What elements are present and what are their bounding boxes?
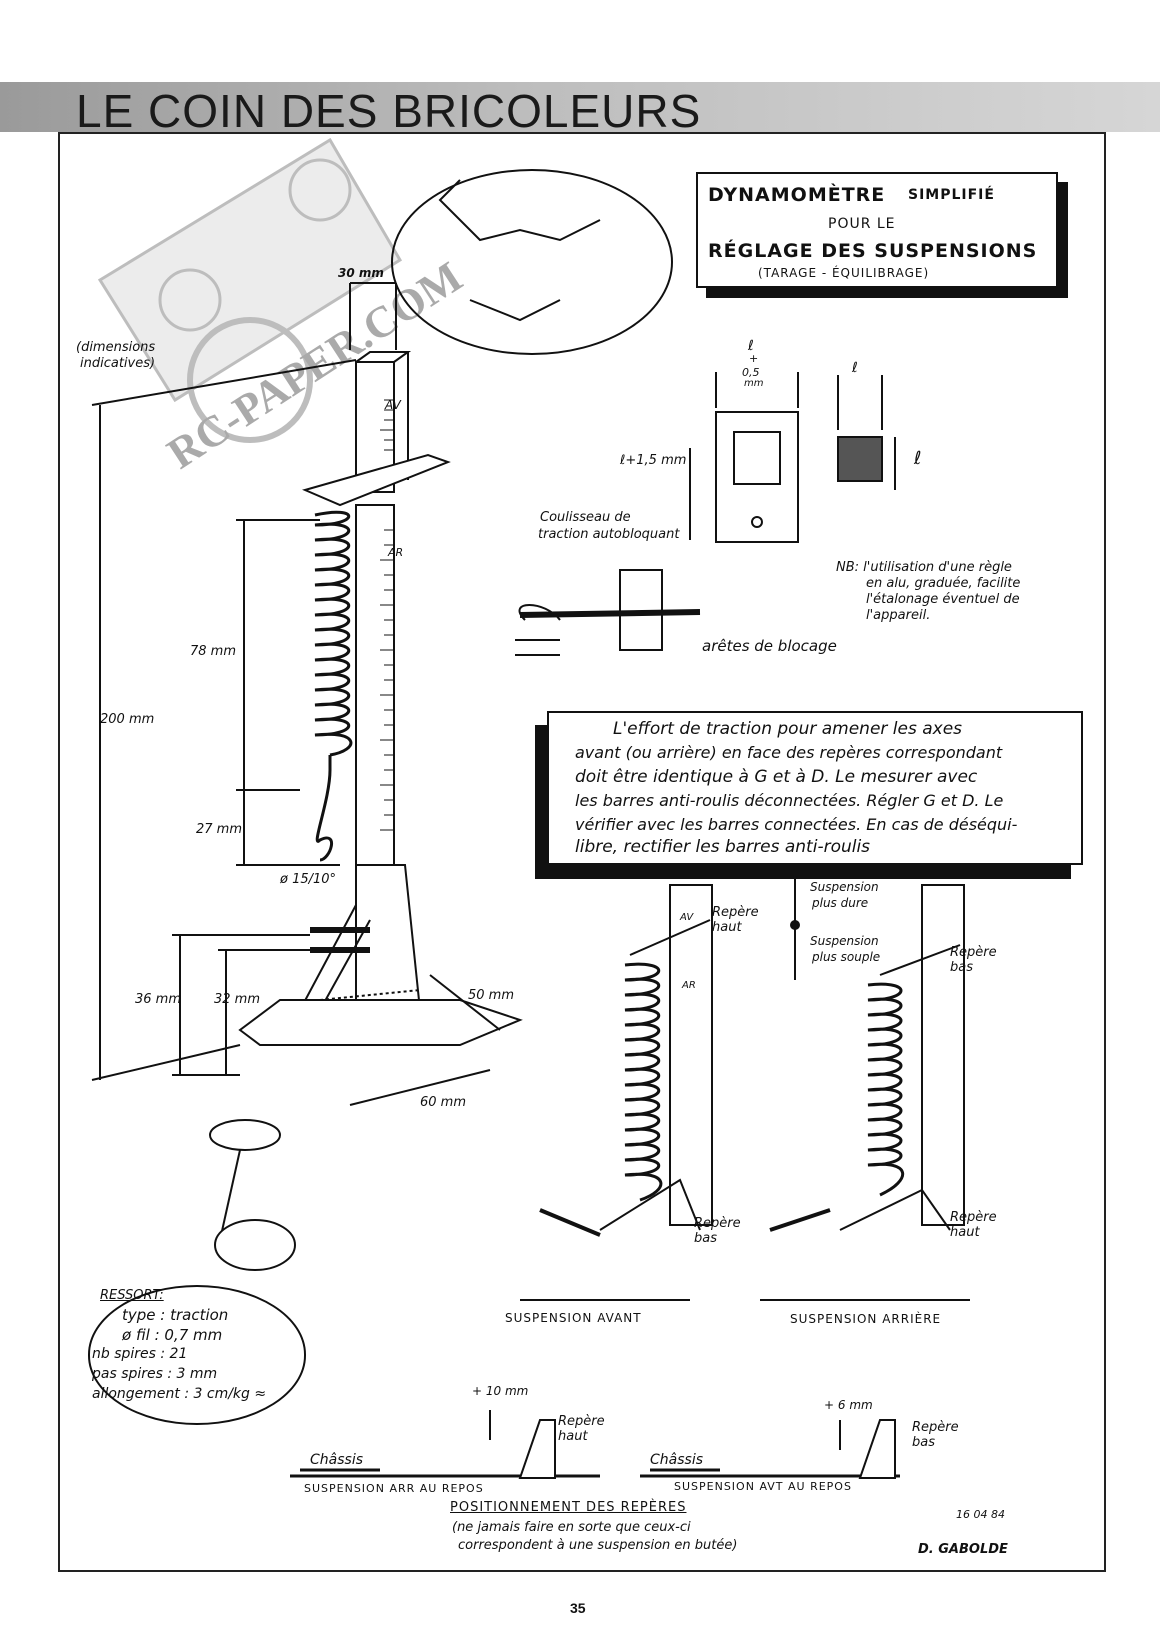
ressort-pas: pas spires : 3 mm	[92, 1366, 218, 1382]
page-number: 35	[570, 1600, 586, 1616]
pos-chassis-2: Châssis	[650, 1452, 703, 1468]
pos-plus10: + 10 mm	[472, 1384, 529, 1398]
slider-label-1: Coulisseau de	[540, 510, 631, 525]
pos-title: POSITIONNEMENT DES REPÈRES	[450, 1500, 687, 1515]
slider-l15: ℓ+1,5 mm	[620, 453, 687, 468]
dim-78mm: 78 mm	[190, 644, 237, 659]
nb-line-2: en alu, graduée, facilite	[866, 576, 1021, 591]
note-line-1: L'effort de traction pour amener les axe…	[613, 719, 963, 739]
label-suspension-arriere: SUSPENSION ARRIÈRE	[790, 1312, 942, 1326]
dim-27mm: 27 mm	[196, 822, 243, 837]
avant-av: AV	[680, 912, 694, 923]
dim-30mm: 30 mm	[338, 266, 384, 280]
dims-note-2: indicatives)	[80, 356, 156, 371]
dim-50mm: 50 mm	[468, 988, 515, 1003]
watermark-stamp	[97, 137, 403, 443]
label-suspension-avant: SUSPENSION AVANT	[505, 1311, 642, 1325]
slider-label-2: traction autobloquant	[538, 527, 680, 542]
title-simplifie: SIMPLIFIÉ	[908, 187, 995, 203]
pos-arr-repos: SUSPENSION ARR AU REPOS	[304, 1482, 484, 1495]
spring	[314, 510, 353, 862]
arriere-repere-haut: Repère haut	[950, 1210, 997, 1240]
page-frame	[58, 132, 1106, 1572]
ressort-fil: ø fil : 0,7 mm	[122, 1326, 223, 1344]
pos-chassis-1: Châssis	[310, 1452, 363, 1468]
header-band	[0, 82, 1160, 132]
page-header-title: LE COIN DES BRICOLEURS	[76, 85, 702, 137]
souple-2: plus souple	[812, 950, 881, 964]
avant-repere-bas: Repère bas	[694, 1216, 741, 1246]
title-box: DYNAMOMÈTRE SIMPLIFIÉ POUR LE RÉGLAGE DE…	[696, 172, 1058, 288]
pos-plus6: + 6 mm	[824, 1398, 873, 1412]
pos-avt-repos: SUSPENSION AVT AU REPOS	[674, 1480, 852, 1493]
slider-l-right: ℓ	[914, 448, 922, 469]
dim-diameter: ø 15/10°	[280, 872, 337, 887]
dure-2: plus dure	[812, 896, 869, 910]
note-line-4: les barres anti-roulis déconnectées. Rég…	[575, 791, 1004, 810]
aretes-label: arêtes de blocage	[702, 637, 837, 655]
ruler-ar: AR	[388, 546, 404, 559]
note-line-5: vérifier avec les barres connectées. En …	[575, 815, 1018, 834]
slider-plus: +	[749, 352, 759, 365]
title-dynamometre: DYNAMOMÈTRE	[708, 184, 886, 206]
pos-repere-haut: Repère haut	[558, 1414, 605, 1444]
title-tarage: (TARAGE - ÉQUILIBRAGE)	[758, 266, 930, 280]
note-line-3: doit être identique à G et à D. Le mesur…	[575, 767, 978, 787]
dim-32mm: 32 mm	[214, 992, 261, 1007]
ressort-box	[88, 1285, 306, 1425]
slider-l-top: ℓ	[748, 338, 754, 354]
note-box: L'effort de traction pour amener les axe…	[547, 711, 1083, 865]
title-reglage: RÉGLAGE DES SUSPENSIONS	[708, 240, 1038, 262]
ressort-spires: nb spires : 21	[92, 1346, 188, 1362]
nb-line-1: NB: l'utilisation d'une règle	[836, 560, 1012, 575]
title-pour-le: POUR LE	[828, 216, 896, 232]
dims-note-1: (dimensions	[76, 340, 156, 355]
pos-sub-2: correspondent à une suspension en butée)	[458, 1538, 738, 1553]
slider-l-side: ℓ	[852, 360, 858, 376]
slider-mm: mm	[744, 378, 764, 389]
note-line-2: avant (ou arrière) en face des repères c…	[575, 743, 1003, 762]
pos-sub-1: (ne jamais faire en sorte que ceux-ci	[452, 1520, 691, 1535]
dure-1: Suspension	[810, 880, 879, 894]
note-line-6: libre, rectifier les barres anti-roulis	[575, 837, 871, 857]
dim-36mm: 36 mm	[135, 992, 182, 1007]
dim-60mm: 60 mm	[420, 1095, 467, 1110]
arriere-repere-bas: Repère bas	[950, 945, 997, 975]
avant-repere-haut: Repère haut	[712, 905, 759, 935]
pos-repere-bas: Repère bas	[912, 1420, 959, 1450]
detail-bubble	[391, 169, 673, 355]
ressort-type: type : traction	[122, 1306, 229, 1324]
souple-1: Suspension	[810, 934, 879, 948]
signature-name: D. GABOLDE	[918, 1542, 1008, 1557]
slider-half: 0,5	[742, 366, 760, 379]
nb-line-4: l'appareil.	[866, 608, 931, 623]
avant-ar: AR	[682, 980, 696, 991]
nb-line-3: l'étalonage éventuel de	[866, 592, 1020, 607]
signature-date: 16 04 84	[956, 1508, 1005, 1521]
ressort-title: RESSORT:	[100, 1288, 164, 1303]
ressort-allong: allongement : 3 cm/kg ≈	[92, 1386, 267, 1402]
dim-200mm: 200 mm	[100, 712, 155, 727]
ruler-av: AV	[385, 398, 401, 412]
